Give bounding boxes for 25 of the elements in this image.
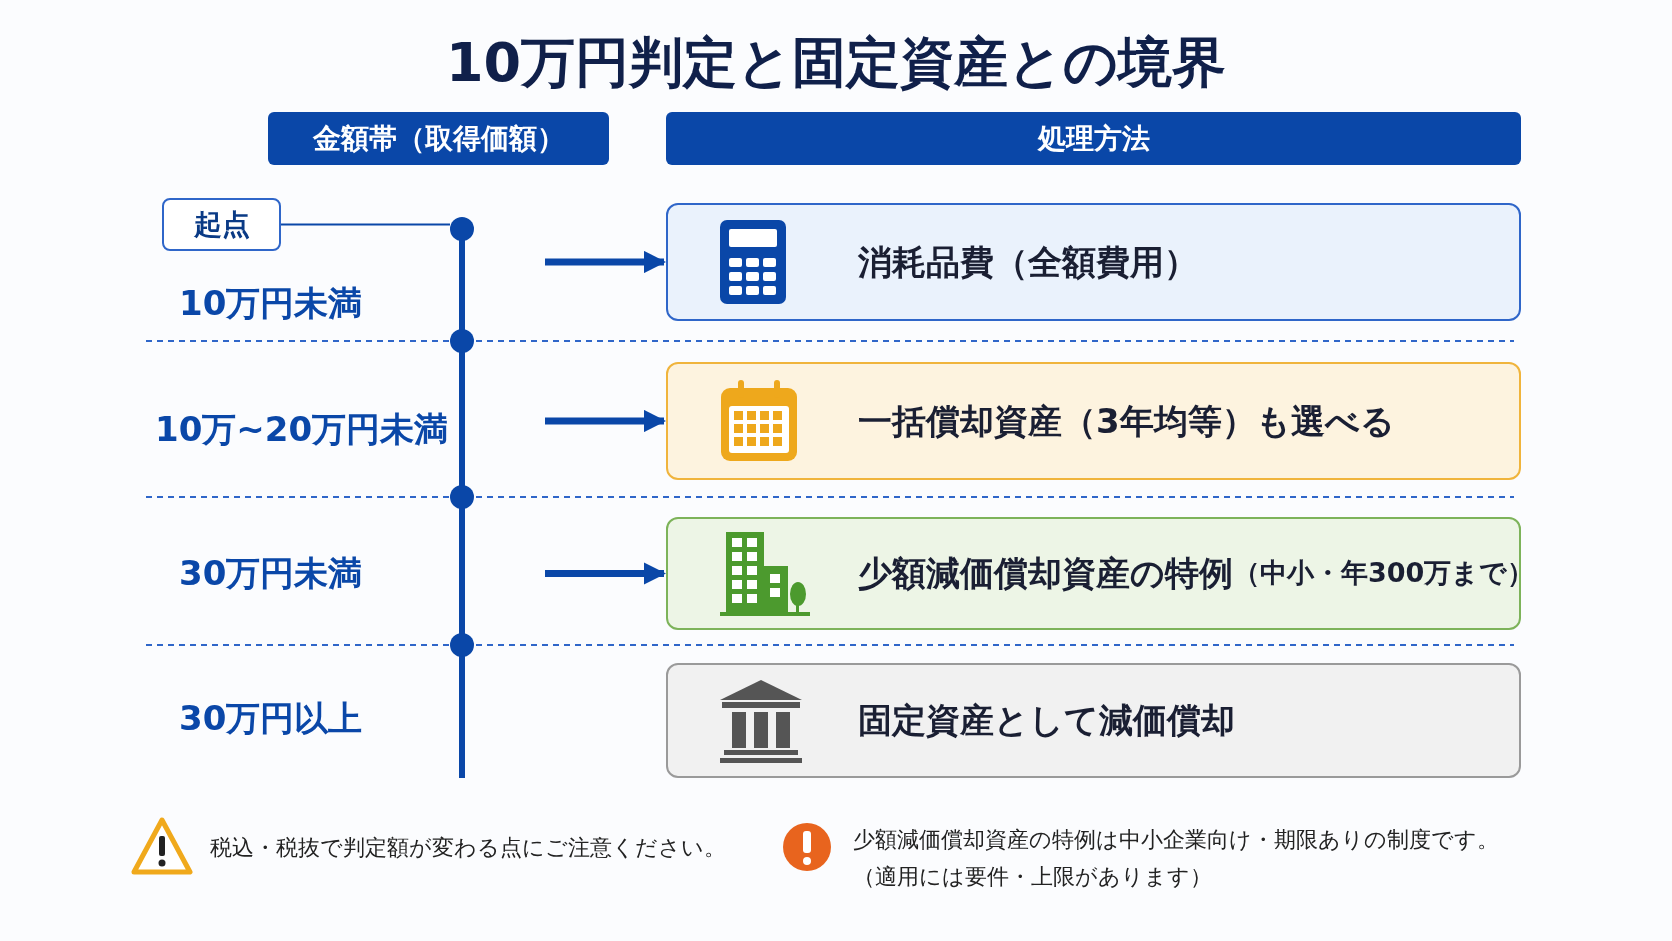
amount-range-label: 10万円未満 — [179, 282, 363, 325]
column-header: 処理方法 — [666, 112, 1521, 165]
start-tag: 起点 — [162, 198, 281, 251]
leader-line — [280, 223, 451, 226]
title: 10万円判定と固定資産との境界 — [444, 30, 1228, 96]
timeline-dot — [450, 633, 474, 657]
method-text: 固定資産として減価償却 — [858, 699, 1235, 742]
method-text: 消耗品費（全額費用） — [858, 240, 1198, 284]
amount-range-label: 10万~20万円未満 — [155, 408, 449, 451]
method-text: 一括償却資産（3年均等）も選べる — [858, 399, 1395, 443]
method-card — [666, 362, 1521, 480]
timeline-dot — [450, 217, 474, 241]
column-header: 金額帯（取得価額） — [268, 112, 609, 165]
method-card — [666, 663, 1521, 778]
amount-range-label: 30万円以上 — [179, 697, 363, 740]
method-card — [666, 203, 1521, 321]
method-text: （中小・年300万まで） — [1233, 556, 1535, 591]
note-text: （適用には要件・上限があります） — [853, 863, 1212, 891]
timeline-dot — [450, 329, 474, 353]
note-text: 少額減価償却資産の特例は中小企業向け・期限ありの制度です。 — [853, 826, 1499, 854]
method-text: 少額減価償却資産の特例 — [858, 552, 1233, 595]
method-card — [666, 517, 1521, 630]
note-text: 税込・税抜で判定額が変わる点にご注意ください。 — [210, 834, 726, 862]
amount-range-label: 30万円未満 — [179, 552, 363, 595]
timeline-dot — [450, 485, 474, 509]
